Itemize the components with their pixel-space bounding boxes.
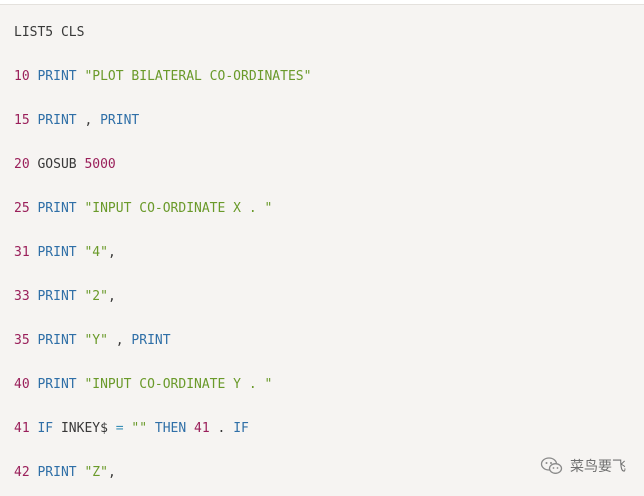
punctuation: ,: [84, 113, 93, 128]
code-line-41: 41 IF INKEY$ = "" THEN 41 . IF: [14, 421, 249, 437]
keyword: PRINT: [37, 69, 77, 84]
line-number: 41: [14, 421, 30, 436]
string-literal: "4": [84, 245, 108, 260]
punctuation: ,: [115, 333, 124, 348]
line-number: 25: [14, 201, 30, 216]
punctuation: ,: [107, 289, 116, 304]
keyword: PRINT: [100, 113, 140, 128]
string-literal: "": [131, 421, 148, 436]
string-literal: "Y": [84, 333, 108, 348]
string-literal: "INPUT CO-ORDINATE X . ": [84, 201, 273, 216]
keyword: PRINT: [37, 245, 77, 260]
code-line-25: 25 PRINT "INPUT CO-ORDINATE X . ": [14, 201, 272, 217]
variable: INKEY$: [60, 421, 108, 436]
numeric-literal: 5000: [84, 157, 116, 172]
keyword: PRINT: [37, 201, 77, 216]
keyword: PRINT: [37, 377, 77, 392]
string-literal: "INPUT CO-ORDINATE Y . ": [84, 377, 273, 392]
line-number: 42: [14, 465, 30, 480]
keyword: IF: [37, 421, 54, 436]
watermark: 菜鸟要飞: [540, 456, 626, 476]
keyword: IF: [233, 421, 249, 436]
code-line-15: 15 PRINT , PRINT: [14, 113, 139, 129]
numeric-literal: 41: [194, 421, 210, 436]
keyword: PRINT: [37, 289, 77, 304]
line-number: 40: [14, 377, 30, 392]
code-header-text: LIST5 CLS: [14, 25, 85, 40]
keyword: GOSUB: [37, 157, 77, 172]
line-number: 35: [14, 333, 30, 348]
line-number: 33: [14, 289, 30, 304]
line-number: 10: [14, 69, 30, 84]
code-line-10: 10 PRINT "PLOT BILATERAL CO-ORDINATES": [14, 69, 311, 85]
keyword: THEN: [154, 421, 187, 436]
line-number: 20: [14, 157, 30, 172]
punctuation: ,: [107, 245, 116, 260]
wechat-icon: [540, 456, 564, 476]
string-literal: "2": [84, 289, 108, 304]
punctuation: .: [217, 421, 226, 436]
code-line-20: 20 GOSUB 5000: [14, 157, 116, 173]
keyword: PRINT: [37, 333, 77, 348]
punctuation: ,: [107, 465, 116, 480]
code-line-33: 33 PRINT "2",: [14, 289, 116, 305]
operator: =: [115, 421, 124, 436]
code-block: LIST5 CLS 10 PRINT "PLOT BILATERAL CO-OR…: [0, 4, 644, 496]
line-number: 15: [14, 113, 30, 128]
code-line-35: 35 PRINT "Y" , PRINT: [14, 333, 171, 349]
line-number: 31: [14, 245, 30, 260]
watermark-text: 菜鸟要飞: [570, 459, 626, 475]
code-line-31: 31 PRINT "4",: [14, 245, 116, 261]
code-header: LIST5 CLS: [14, 25, 84, 41]
code-line-42: 42 PRINT "Z",: [14, 465, 116, 481]
keyword: PRINT: [131, 333, 171, 348]
keyword: PRINT: [37, 113, 77, 128]
keyword: PRINT: [37, 465, 77, 480]
code-line-40: 40 PRINT "INPUT CO-ORDINATE Y . ": [14, 377, 272, 393]
string-literal: "Z": [84, 465, 108, 480]
string-literal: "PLOT BILATERAL CO-ORDINATES": [84, 69, 312, 84]
